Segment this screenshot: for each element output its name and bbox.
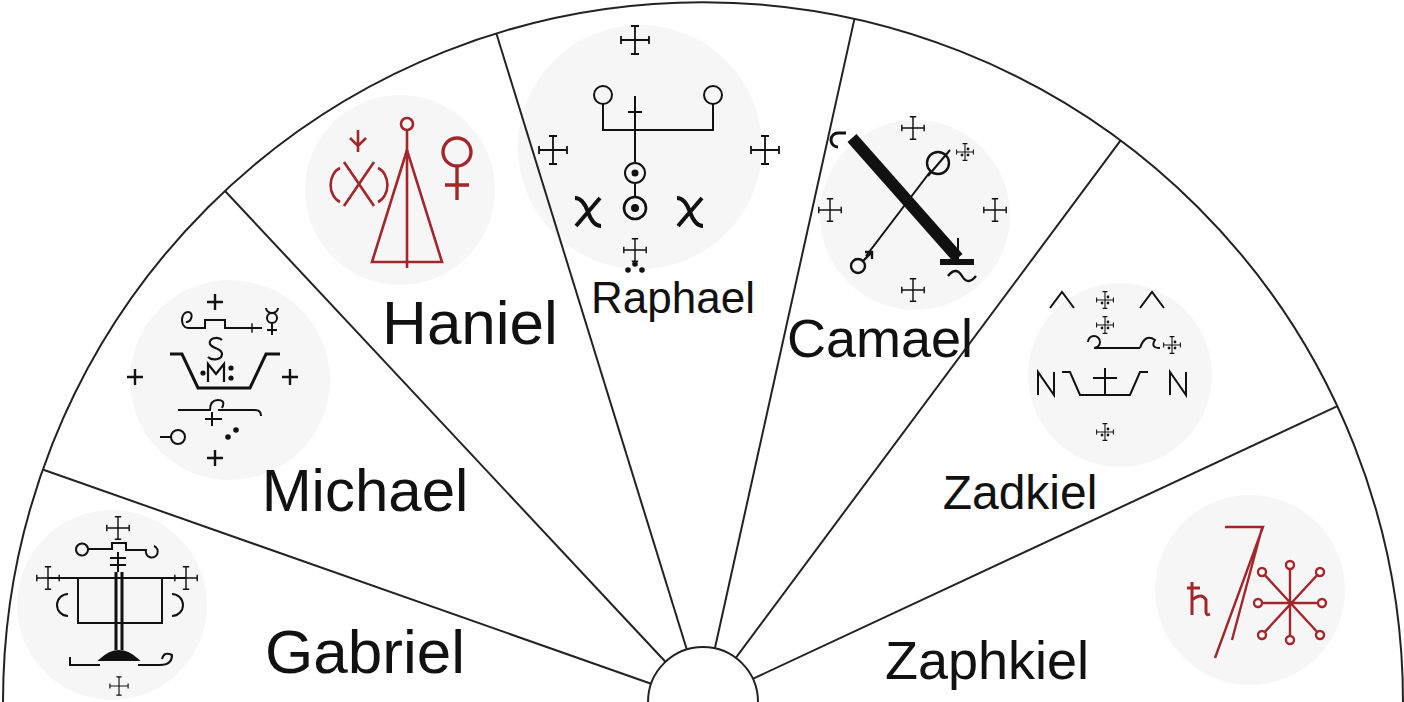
angel-wedge: Zadkiel: [939, 465, 1102, 520]
raphael-sigil: [539, 26, 779, 272]
angel-name: Haniel: [382, 287, 558, 358]
michael-sigil: [127, 294, 298, 466]
gabriel-sigil: [37, 517, 197, 695]
angel-wedge: Gabriel: [261, 616, 469, 687]
haniel-sigil: [331, 118, 471, 268]
camael-sigil: [819, 117, 1006, 301]
angel-name: Raphael: [591, 273, 755, 324]
zaphkiel-sigil: [1187, 527, 1326, 658]
angel-wedge: Zaphkiel: [881, 629, 1093, 691]
angel-wedge: Haniel: [378, 287, 562, 358]
angel-wedge: Raphael: [587, 273, 759, 324]
angel-wedge: Michael: [258, 456, 473, 525]
fan-spokes: [43, 19, 1338, 684]
angel-wedge: Camael: [783, 307, 977, 369]
hub-circle: [648, 647, 758, 702]
angel-name: Zadkiel: [943, 465, 1098, 520]
zadkiel-sigil: [1038, 292, 1186, 441]
fan-outline: [3, 2, 1403, 702]
angel-name: Gabriel: [265, 616, 465, 687]
angel-name: Zaphkiel: [885, 629, 1089, 691]
angel-name: Michael: [262, 456, 469, 525]
sigil-grounds: [17, 25, 1345, 700]
angel-name: Camael: [787, 307, 973, 369]
